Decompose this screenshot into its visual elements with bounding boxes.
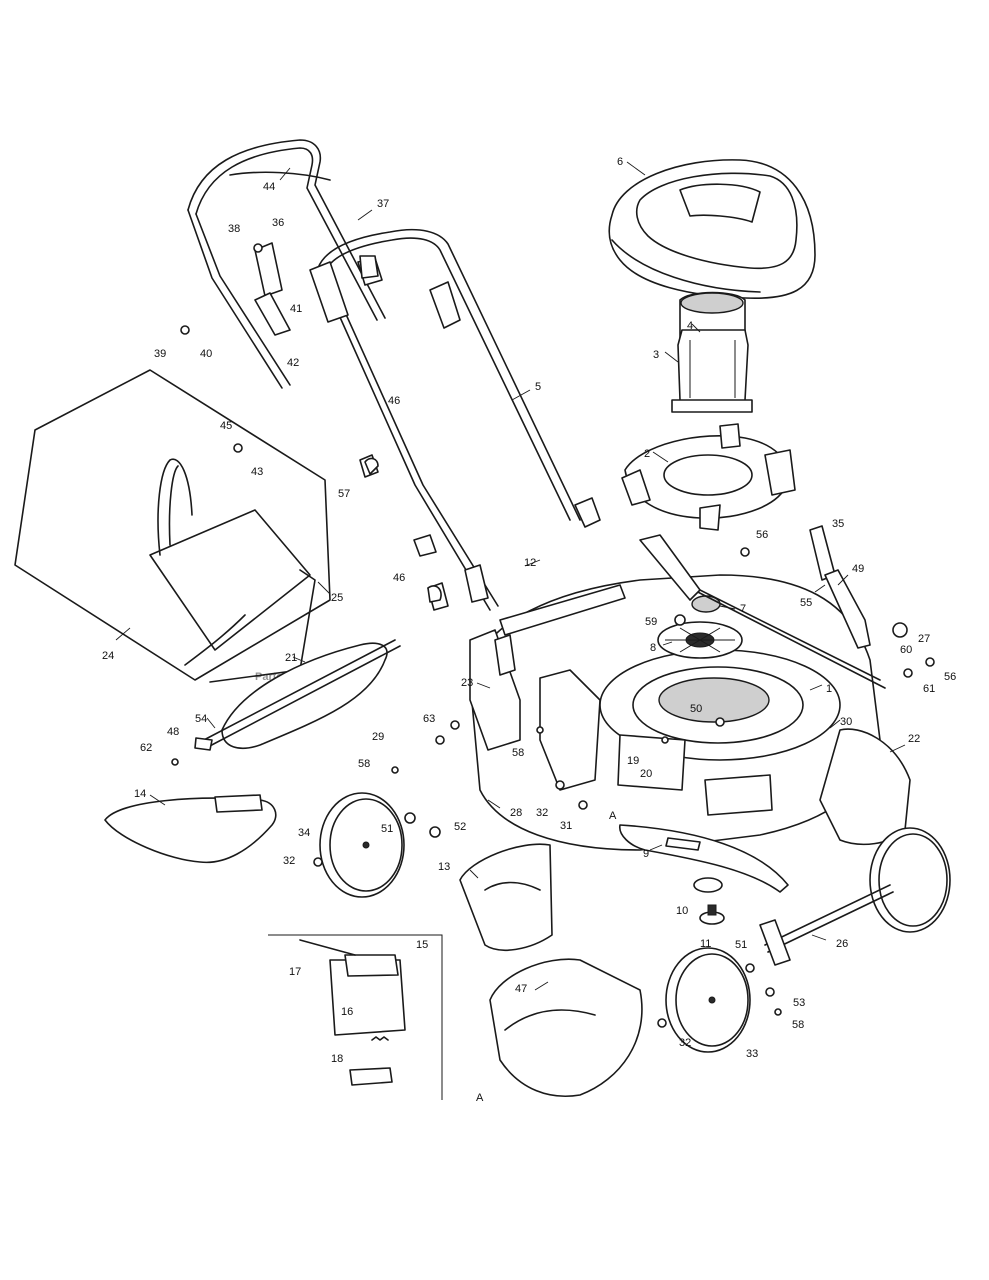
- motor-cover: [608, 159, 816, 300]
- label-8: 8: [650, 642, 656, 654]
- front-wheel-right: [665, 947, 751, 1053]
- label-51a: 51: [381, 823, 393, 835]
- label-37: 37: [377, 198, 389, 210]
- label-40: 40: [200, 348, 212, 360]
- label-2: 2: [644, 448, 650, 460]
- label-38: 38: [228, 223, 240, 235]
- label-32a: 32: [536, 807, 548, 819]
- label-35: 35: [832, 518, 844, 530]
- label-34: 34: [298, 827, 310, 839]
- label-32b: 32: [283, 855, 295, 867]
- label-23: 23: [461, 677, 473, 689]
- label-6: 6: [617, 156, 623, 168]
- grass-bag: [14, 369, 331, 683]
- fan: [657, 621, 743, 659]
- label-62: 62: [140, 742, 152, 754]
- label-32c: 32: [679, 1037, 691, 1049]
- label-28: 28: [510, 807, 522, 819]
- label-61: 61: [923, 683, 935, 695]
- label-58b: 58: [358, 758, 370, 770]
- label-56b: 56: [944, 671, 956, 683]
- label-13: 13: [438, 861, 450, 873]
- label-11: 11: [700, 938, 711, 950]
- label-26: 26: [836, 938, 848, 950]
- label-47: 47: [515, 983, 527, 995]
- label-10: 10: [676, 905, 688, 917]
- label-21: 21: [285, 652, 297, 664]
- label-27: 27: [918, 633, 930, 645]
- mulch-plug-kit: [268, 934, 443, 1100]
- label-29: 29: [372, 731, 384, 743]
- label-5: 5: [535, 381, 541, 393]
- label-58a: 58: [512, 747, 524, 759]
- label-22: 22: [908, 733, 920, 745]
- motor-mount: [621, 423, 796, 531]
- label-46a: 46: [388, 395, 400, 407]
- label-7: 7: [740, 603, 746, 615]
- label-39: 39: [154, 348, 166, 360]
- side-discharge: [459, 843, 553, 951]
- label-52: 52: [454, 821, 466, 833]
- label-41: 41: [290, 303, 302, 315]
- label-51b: 51: [735, 939, 747, 951]
- label-46b: 46: [393, 572, 405, 584]
- wheel-far-right: [869, 827, 951, 933]
- label-57: 57: [338, 488, 350, 500]
- label-56a: 56: [756, 529, 768, 541]
- motor: [671, 291, 753, 413]
- label-53: 53: [793, 997, 805, 1009]
- label-14: 14: [134, 788, 146, 800]
- label-50: 50: [690, 703, 702, 715]
- label-25: 25: [331, 592, 343, 604]
- blade: [619, 824, 789, 893]
- height-adjust: [639, 525, 908, 689]
- label-20: 20: [640, 768, 652, 780]
- label-54: 54: [195, 713, 207, 725]
- label-42: 42: [287, 357, 299, 369]
- label-4: 4: [687, 320, 693, 332]
- part-labels: 6 4 3 2 56 7 59 8 1 50 30 22 35 49 55 27…: [102, 156, 956, 1104]
- label-9: 9: [643, 848, 649, 860]
- label-49: 49: [852, 563, 864, 575]
- blade-adapter: [693, 877, 725, 925]
- label-60: 60: [900, 644, 912, 656]
- label-36: 36: [272, 217, 284, 229]
- axle: [759, 884, 894, 966]
- label-58c: 58: [792, 1019, 804, 1031]
- label-59: 59: [645, 616, 657, 628]
- label-45: 45: [220, 420, 232, 432]
- upper-handle: [187, 139, 386, 389]
- label-63: 63: [423, 713, 435, 725]
- label-1: 1: [826, 683, 832, 695]
- label-16: 16: [341, 1006, 353, 1018]
- label-12: 12: [524, 557, 536, 569]
- label-A1: A: [609, 810, 617, 822]
- chute-deflector: [199, 639, 401, 749]
- mulch-flap: [104, 794, 277, 864]
- label-19: 19: [627, 755, 639, 767]
- rear-rod: [494, 584, 626, 676]
- label-30: 30: [840, 716, 852, 728]
- label-44: 44: [263, 181, 275, 193]
- label-43: 43: [251, 466, 263, 478]
- label-33: 33: [746, 1048, 758, 1060]
- label-3: 3: [653, 349, 659, 361]
- label-15: 15: [416, 939, 428, 951]
- label-18: 18: [331, 1053, 343, 1065]
- label-A2: A: [476, 1092, 484, 1104]
- label-31: 31: [560, 820, 572, 832]
- lower-handle: [317, 228, 581, 611]
- fasteners: [171, 243, 935, 1028]
- leader-lines: [115, 161, 906, 991]
- rear-bracket: [469, 629, 601, 791]
- label-24: 24: [102, 650, 114, 662]
- label-55: 55: [800, 597, 812, 609]
- label-48: 48: [167, 726, 179, 738]
- label-17: 17: [289, 966, 301, 978]
- side-discharge-chute: [489, 958, 643, 1097]
- rear-wheel-left: [319, 792, 405, 898]
